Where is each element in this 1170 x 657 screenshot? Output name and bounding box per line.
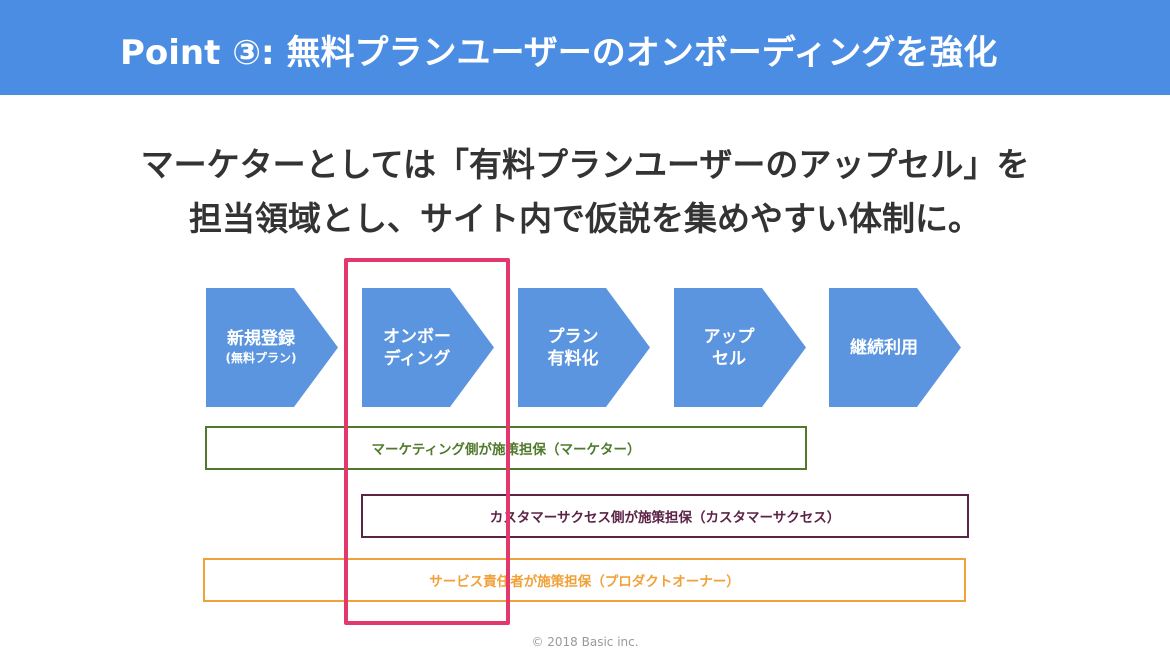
step-upgrade: プラン 有料化: [518, 288, 650, 407]
step-onboarding-line-1: オンボー: [383, 326, 451, 347]
step-upgrade-line-1: プラン: [547, 326, 599, 347]
step-retention-title: 継続利用: [850, 337, 918, 358]
step-signup-subtitle: (無料プラン): [225, 351, 297, 365]
customer-success-ownership-bar: カスタマーサクセス側が施策担保（カスタマーサクセス）: [361, 494, 969, 538]
step-signup: 新規登録 (無料プラン): [206, 288, 338, 407]
customer-success-ownership-label: カスタマーサクセス側が施策担保（カスタマーサクセス）: [489, 510, 841, 526]
header-bar: Point ③: 無料プランユーザーのオンボーディングを強化: [0, 0, 1170, 95]
step-upgrade-label: プラン 有料化: [518, 288, 628, 407]
step-upgrade-line-2: 有料化: [547, 348, 599, 369]
step-retention-label: 継続利用: [829, 288, 939, 407]
chevron-arrow-shape: [206, 288, 338, 407]
step-upsell-label: アップ セル: [674, 288, 784, 407]
marketing-ownership-label: マーケティング側が施策担保（マーケター）: [371, 442, 641, 458]
step-upsell-line-1: アップ: [703, 326, 755, 347]
step-retention: 継続利用: [829, 288, 961, 407]
step-signup-title: 新規登録: [227, 329, 295, 349]
onboarding-highlight-frame: [344, 258, 510, 625]
step-upsell-line-2: セル: [712, 348, 746, 369]
step-signup-label: 新規登録 (無料プラン): [206, 288, 316, 407]
page-title: Point ③: 無料プランユーザーのオンボーディングを強化: [120, 33, 998, 73]
lead-text-line-1: マーケターとしては「有料プランユーザーのアップセル」を: [140, 145, 1030, 184]
step-onboarding-label: オンボー ディング: [362, 288, 472, 407]
step-onboarding: オンボー ディング: [362, 288, 494, 407]
chevron-arrow-shape: [518, 288, 650, 407]
service-owner-ownership-bar: サービス責任者が施策担保（プロダクトオーナー）: [203, 558, 966, 602]
copyright-footer: © 2018 Basic inc.: [531, 635, 639, 649]
chevron-arrow-shape: [674, 288, 806, 407]
step-upsell: アップ セル: [674, 288, 806, 407]
chevron-arrow-shape: [362, 288, 494, 407]
chevron-arrow-shape: [829, 288, 961, 407]
step-onboarding-line-2: ディング: [383, 348, 451, 369]
lead-text-line-2: 担当領域とし、サイト内で仮説を集めやすい体制に。: [189, 199, 981, 238]
